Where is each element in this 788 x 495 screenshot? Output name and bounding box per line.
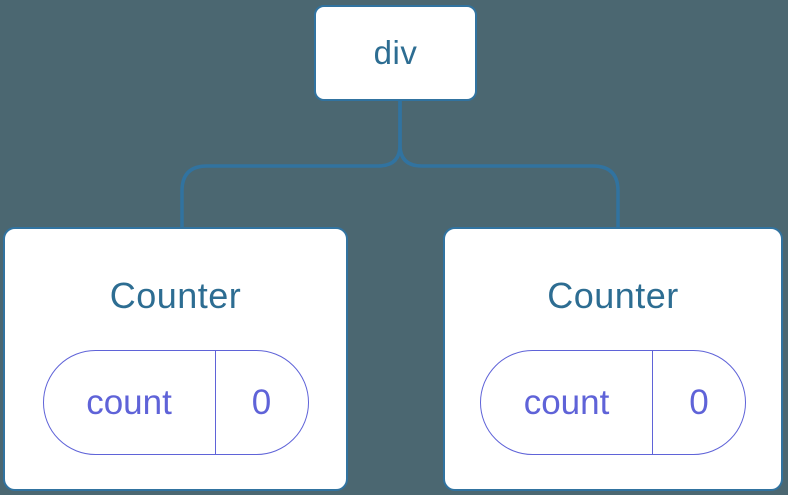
child-node-counter-1: Counter count 0 xyxy=(3,227,348,491)
root-node-div: div xyxy=(314,5,477,101)
child-node-counter-2: Counter count 0 xyxy=(443,227,783,491)
state-value-cell: 0 xyxy=(216,351,308,454)
connector-root-to-right-child xyxy=(398,98,620,229)
connector-root-to-left-child xyxy=(180,98,402,229)
root-node-label: div xyxy=(373,34,418,71)
child-node-label: Counter xyxy=(547,275,679,316)
state-key-cell: count xyxy=(44,351,216,454)
child-node-label: Counter xyxy=(109,275,242,316)
state-value-cell: 0 xyxy=(653,351,745,454)
state-value-label: 0 xyxy=(689,383,709,422)
state-key-label: count xyxy=(523,383,610,422)
state-pill: count 0 xyxy=(480,350,746,455)
state-value-label: 0 xyxy=(251,383,272,422)
state-key-cell: count xyxy=(481,351,653,454)
state-key-label: count xyxy=(86,383,172,422)
state-pill: count 0 xyxy=(42,350,309,455)
